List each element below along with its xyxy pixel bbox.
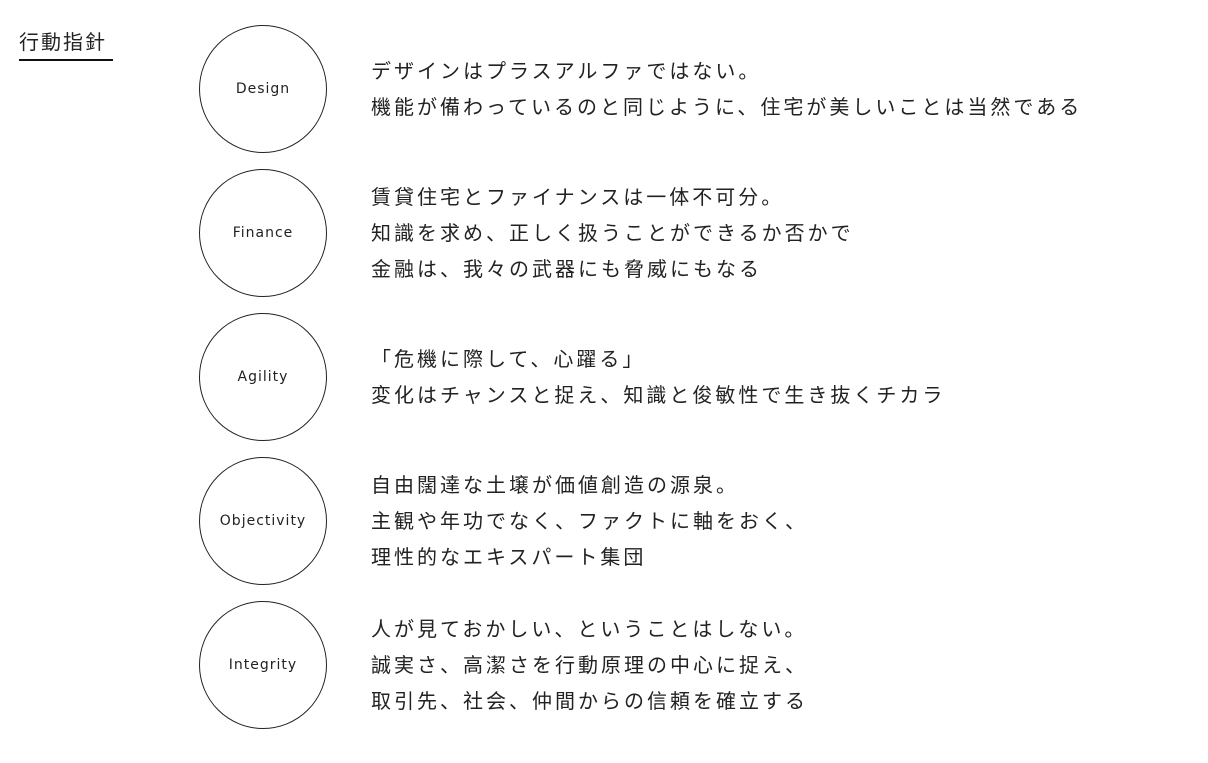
principle-description: 人が見ておかしい、ということはしない。誠実さ、高潔さを行動原理の中心に捉え、取引…	[371, 601, 808, 729]
principle-integrity: Integrity 人が見ておかしい、ということはしない。誠実さ、高潔さを行動原理…	[199, 601, 1199, 729]
principle-description: 自由闊達な土壌が価値創造の源泉。主観や年功でなく、ファクトに軸をおく、理性的なエ…	[371, 457, 808, 585]
principle-description: 「危機に際して、心躍る」変化はチャンスと捉え、知識と俊敏性で生き抜くチカラ	[371, 313, 945, 441]
description-line: 人が見ておかしい、ということはしない。	[371, 617, 808, 641]
heading-underline	[19, 59, 113, 61]
principle-objectivity: Objectivity 自由闊達な土壌が価値創造の源泉。主観や年功でなく、ファクト…	[199, 457, 1199, 585]
principle-circle: Integrity	[199, 601, 327, 729]
description-line: 知識を求め、正しく扱うことができるか否かで	[371, 221, 854, 245]
description-line: 「危機に際して、心躍る」	[371, 347, 646, 371]
principle-circle: Design	[199, 25, 327, 153]
description-line: 機能が備わっているのと同じように、住宅が美しいことは当然である	[371, 95, 1083, 119]
description-line: 誠実さ、高潔さを行動原理の中心に捉え、	[371, 653, 808, 677]
principle-description: デザインはプラスアルファではない。機能が備わっているのと同じように、住宅が美しい…	[371, 25, 1082, 153]
principle-circle: Finance	[199, 169, 327, 297]
description-line: 自由闊達な土壌が価値創造の源泉。	[371, 473, 739, 497]
principle-design: Design デザインはプラスアルファではない。機能が備わっているのと同じように、…	[199, 25, 1199, 153]
section-heading: 行動指針	[19, 30, 107, 54]
principle-agility: Agility 「危機に際して、心躍る」変化はチャンスと捉え、知識と俊敏性で生き抜…	[199, 313, 1199, 441]
principle-finance: Finance 賃貸住宅とファイナンスは一体不可分。知識を求め、正しく扱うことがで…	[199, 169, 1199, 297]
description-line: 主観や年功でなく、ファクトに軸をおく、	[371, 509, 808, 533]
principle-circle: Agility	[199, 313, 327, 441]
description-line: 理性的なエキスパート集団	[371, 545, 647, 569]
description-line: 金融は、我々の武器にも脅威にもなる	[371, 257, 762, 281]
principle-circle: Objectivity	[199, 457, 327, 585]
description-line: 取引先、社会、仲間からの信頼を確立する	[371, 689, 808, 713]
principle-description: 賃貸住宅とファイナンスは一体不可分。知識を求め、正しく扱うことができるか否かで金…	[371, 169, 854, 297]
description-line: デザインはプラスアルファではない。	[371, 59, 762, 83]
description-line: 賃貸住宅とファイナンスは一体不可分。	[371, 185, 785, 209]
description-line: 変化はチャンスと捉え、知識と俊敏性で生き抜くチカラ	[371, 383, 946, 407]
